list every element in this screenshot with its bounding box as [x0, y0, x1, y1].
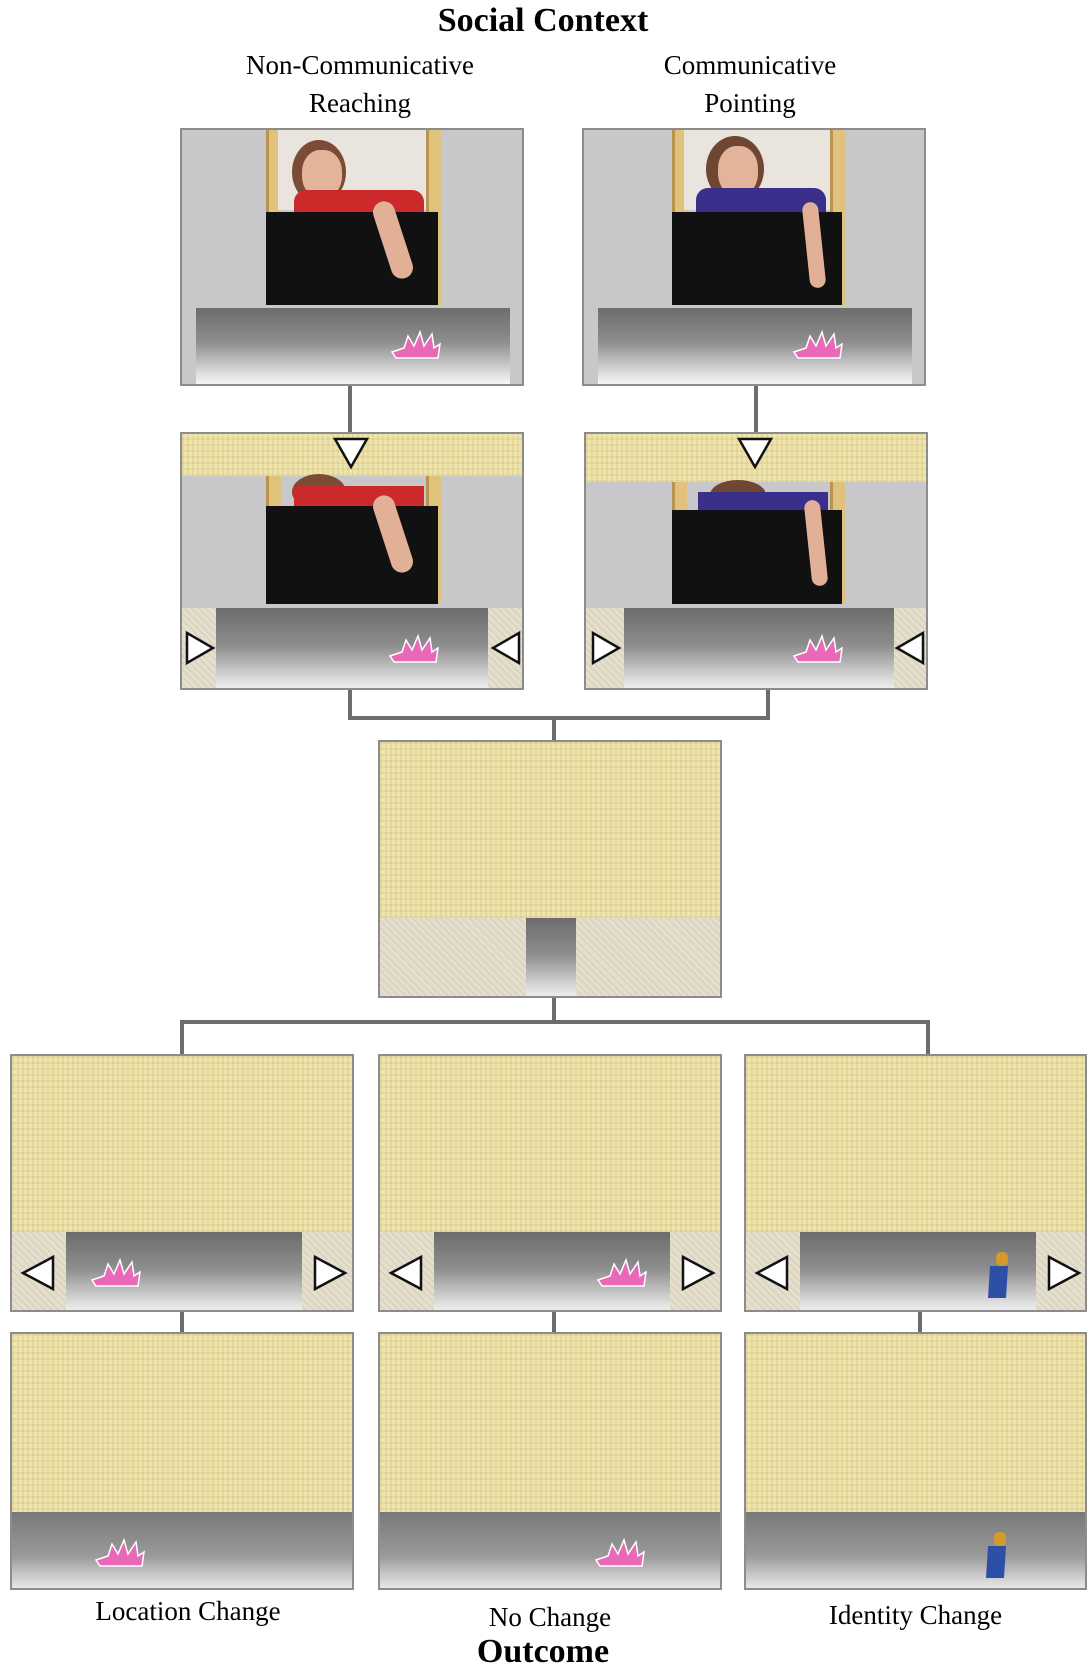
identity-blue-object [984, 1250, 1014, 1302]
identity-change-reveal-panel [744, 1054, 1087, 1312]
reaching-occluder-panel [180, 432, 524, 690]
location-shell-object [90, 1258, 142, 1290]
reaching-box [266, 212, 438, 305]
reaching-shell-object [390, 330, 442, 362]
right-arrow-icon [680, 1254, 716, 1292]
connector-split-horizontal [180, 1020, 930, 1024]
left-arrow-icon [20, 1254, 56, 1292]
full-occlusion-panel [378, 740, 722, 998]
reaching-actor-panel [180, 128, 524, 386]
right-arrow-icon [184, 630, 216, 666]
nochange-shell-object [596, 1258, 648, 1290]
identity-change-outcome-panel [744, 1332, 1087, 1590]
location-outcome-shell-object [94, 1538, 146, 1570]
pointing-occluder-panel [584, 432, 928, 690]
left-arrow-icon [388, 1254, 424, 1292]
reaching-stage [196, 308, 510, 384]
connector-split-right [926, 1020, 930, 1056]
pointing-actor-panel [582, 128, 926, 386]
outcome-label-no-change: No Change [378, 1598, 722, 1636]
connector-split-left [180, 1020, 184, 1056]
right-arrow-icon [590, 630, 622, 666]
right-arrow-icon [312, 1254, 348, 1292]
no-change-outcome-panel [378, 1332, 722, 1590]
reaching-stage-2 [216, 608, 488, 690]
left-arrow-icon [894, 630, 926, 666]
connector-merge-vertical [552, 716, 556, 742]
reaching-shell-object-2 [388, 634, 440, 666]
reaching-down-arrow-icon [332, 436, 370, 470]
identity-outcome-blue-object [982, 1530, 1012, 1582]
social-context-title: Social Context [343, 2, 743, 40]
pointing-down-arrow-icon [736, 436, 774, 470]
left-arrow-icon [754, 1254, 790, 1292]
nochange-outcome-floor [380, 1512, 722, 1590]
location-outcome-floor [12, 1512, 354, 1590]
right-arrow-icon [1046, 1254, 1082, 1292]
pointing-shell-object [792, 330, 844, 362]
pointing-stage-2 [624, 608, 894, 690]
outcome-title: Outcome [393, 1633, 693, 1671]
condition-label-reaching-line2: Reaching [190, 84, 530, 122]
connector-merge-horizontal [348, 716, 770, 720]
left-arrow-icon [490, 630, 522, 666]
connector-identity-down [918, 1312, 922, 1334]
location-change-outcome-panel [10, 1332, 354, 1590]
condition-label-reaching: Non-Communicative Reaching [190, 46, 530, 122]
central-gap [526, 918, 576, 998]
nochange-outcome-shell-object [594, 1538, 646, 1570]
condition-label-pointing-line2: Pointing [580, 84, 920, 122]
pointing-stage [598, 308, 912, 384]
identity-outcome-floor [746, 1512, 1087, 1590]
condition-label-pointing-line1: Communicative [580, 46, 920, 84]
outcome-label-location-change: Location Change [10, 1592, 366, 1630]
connector-location-down [180, 1312, 184, 1334]
connector-nochange-down [552, 1312, 556, 1334]
location-change-reveal-panel [10, 1054, 354, 1312]
reaching-box-2 [266, 506, 438, 604]
no-change-reveal-panel [378, 1054, 722, 1312]
condition-label-reaching-line1: Non-Communicative [190, 46, 530, 84]
pointing-shell-object-2 [792, 634, 844, 666]
condition-label-pointing: Communicative Pointing [580, 46, 920, 122]
outcome-label-identity-change: Identity Change [744, 1596, 1087, 1634]
